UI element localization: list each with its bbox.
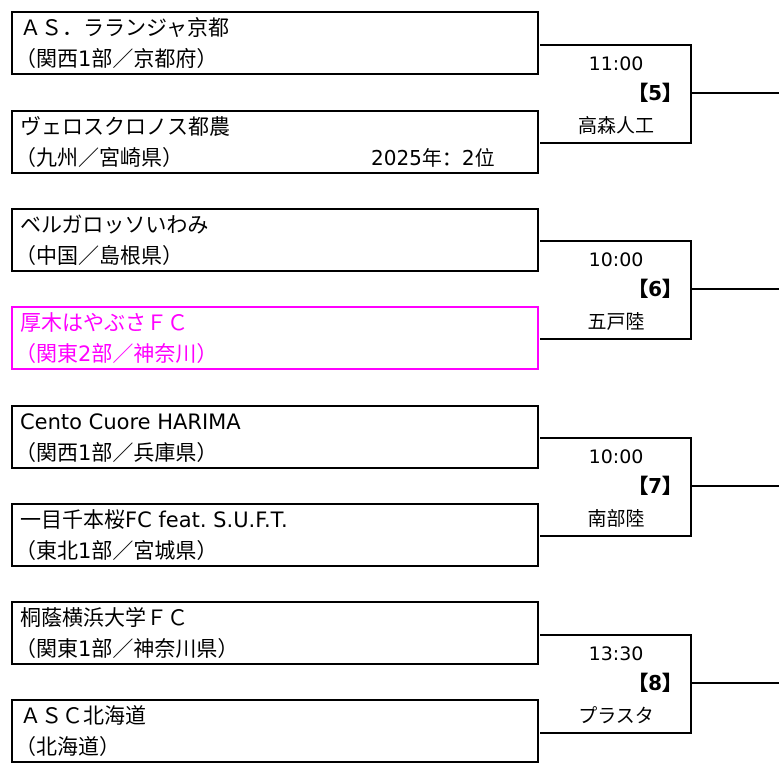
team-region: （関西1部／兵庫県） (15, 441, 218, 465)
team-note: 2025年：2位 (371, 146, 495, 170)
bracket-connector (692, 682, 779, 684)
match-venue: 南部陸 (587, 508, 645, 530)
team-name: 桐蔭横浜大学ＦＣ (20, 606, 188, 630)
match-bracket: 13:30 【8】 プラスタ (540, 634, 692, 734)
team-region: （東北1部／宮城県） (15, 539, 218, 563)
match-time: 13:30 (588, 643, 644, 665)
team-name: Cento Cuore HARIMA (20, 410, 241, 434)
match-bracket: 10:00 【6】 五戸陸 (540, 240, 692, 340)
match-venue: プラスタ (578, 705, 654, 727)
match-number: 【6】 (628, 277, 682, 301)
bracket-connector (692, 288, 779, 290)
match-time: 10:00 (588, 446, 644, 468)
team-region: （関西1部／京都府） (15, 47, 218, 71)
team-name: ＡＳ．ラランジャ京都 (20, 16, 229, 40)
team-box: ヴェロスクロノス都農 （九州／宮崎県） 2025年：2位 (11, 110, 539, 174)
match-number: 【8】 (628, 671, 682, 695)
match-bracket: 11:00 【5】 高森人工 (540, 44, 692, 144)
team-region: （九州／宮崎県） (15, 146, 183, 170)
team-box: ＡＳ．ラランジャ京都 （関西1部／京都府） (11, 11, 539, 75)
team-region: （北海道） (15, 735, 120, 759)
bracket-connector (692, 485, 779, 487)
bracket-connector (692, 92, 779, 94)
team-name: ベルガロッソいわみ (20, 213, 209, 237)
match-venue: 高森人工 (577, 115, 654, 137)
team-region: （中国／島根県） (15, 244, 183, 268)
team-name: ヴェロスクロノス都農 (20, 115, 230, 139)
match-time: 11:00 (588, 53, 644, 75)
team-box: Cento Cuore HARIMA （関西1部／兵庫県） (11, 405, 539, 469)
team-box: 一目千本桜FC feat. S.U.F.T. （東北1部／宮城県） (11, 503, 539, 567)
team-box: 桐蔭横浜大学ＦＣ （関東1部／神奈川県） (11, 601, 539, 665)
team-name: 厚木はやぶさＦＣ (20, 311, 188, 335)
team-region: （関東2部／神奈川） (15, 342, 218, 366)
team-region: （関東1部／神奈川県） (15, 637, 239, 661)
match-time: 10:00 (588, 249, 644, 271)
match-number: 【7】 (628, 474, 682, 498)
match-venue: 五戸陸 (587, 311, 645, 333)
match-number: 【5】 (628, 81, 682, 105)
team-name: 一目千本桜FC feat. S.U.F.T. (20, 508, 288, 532)
team-box: ベルガロッソいわみ （中国／島根県） (11, 208, 539, 272)
match-bracket: 10:00 【7】 南部陸 (540, 437, 692, 537)
team-box-highlighted: 厚木はやぶさＦＣ （関東2部／神奈川） (11, 306, 539, 370)
team-name: ＡＳＣ北海道 (20, 704, 146, 728)
team-box: ＡＳＣ北海道 （北海道） (11, 699, 539, 763)
